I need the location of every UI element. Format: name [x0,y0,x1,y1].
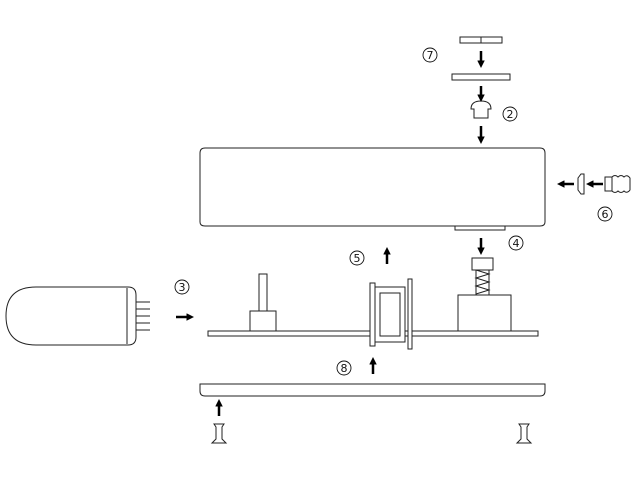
flange-inner [379,292,401,337]
callout-4-label: 4 [513,237,520,250]
callout-5-circle [349,250,365,266]
callout-3-label: 3 [179,281,186,294]
callout-8-label: 8 [341,362,348,375]
callout-6-label: 6 [602,208,609,221]
callout-2-circle [502,106,518,122]
side-cap [577,173,585,195]
callout-5-label: 5 [354,252,361,265]
screw-left [210,423,228,444]
board-post [258,273,268,313]
side-screw-head [604,176,613,192]
flange-thin [407,278,413,350]
callout-3-circle [174,279,190,295]
side-screw-thread [611,175,631,193]
callout-2-label: 2 [507,108,514,121]
thin-plate [454,225,506,231]
rivet-part [470,100,492,119]
screw-right [515,423,533,444]
cable-plug-body [5,286,137,346]
callout-6-circle [597,206,613,222]
flange-large [369,282,376,347]
spacer-plate [451,73,511,81]
switch-spring [474,269,491,295]
main-housing [199,147,546,227]
callout-7-label: 7 [427,49,434,62]
switch-body [457,294,512,332]
board-connector [249,310,277,332]
callout-7-circle [422,47,438,63]
base-plate [199,383,546,397]
switch-cap [471,257,494,271]
callout-4-circle [508,235,524,251]
callout-8-circle [336,360,352,376]
